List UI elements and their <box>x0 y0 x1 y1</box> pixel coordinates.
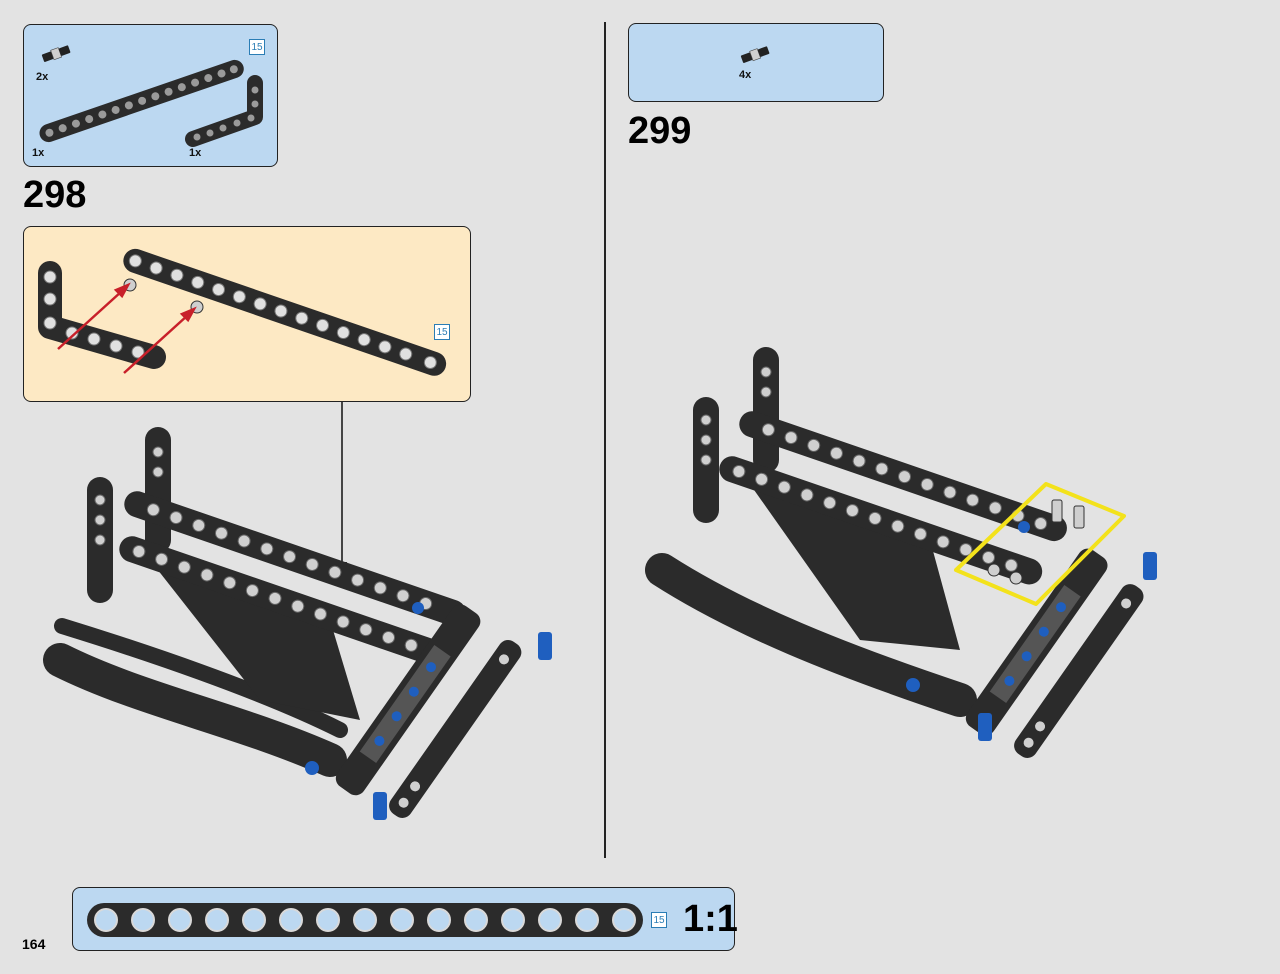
length-ruler: 15 1:1 <box>72 887 738 951</box>
ruler-hole <box>278 908 303 932</box>
ruler-hole <box>575 908 600 932</box>
l-beam-icon <box>185 75 263 147</box>
qty-l-beam: 1x <box>189 147 202 159</box>
beam-15-icon <box>39 59 244 143</box>
ruler-holes <box>87 903 643 937</box>
ruler-hole <box>612 908 637 932</box>
qty-axle-pin: 4x <box>739 69 752 81</box>
step-divider <box>604 22 606 858</box>
ruler-hole <box>241 908 266 932</box>
ruler-hole <box>538 908 563 932</box>
parts-callout-298: 2x 1x 1x 15 <box>23 24 278 167</box>
ruler-hole <box>464 908 489 932</box>
ruler-hole <box>204 908 229 932</box>
ruler-hole <box>130 908 155 932</box>
page-number: 164 <box>22 936 46 952</box>
axle-pin-icon <box>740 46 770 63</box>
model-illustration-299 <box>645 347 1157 758</box>
model-illustration-298 <box>43 427 552 820</box>
length-badge: 15 <box>434 324 450 340</box>
qty-beam-15: 1x <box>32 147 45 159</box>
ruler-hole <box>315 908 340 932</box>
ruler-hole <box>167 908 192 932</box>
ruler-hole <box>427 908 452 932</box>
qty-axle-pin: 2x <box>36 71 49 83</box>
parts-callout-299: 4x <box>628 23 884 102</box>
ruler-hole <box>93 908 118 932</box>
ruler-length-badge: 15 <box>651 912 667 928</box>
ruler-hole <box>390 908 415 932</box>
subassembly-illustration <box>38 248 447 376</box>
ruler-hole <box>353 908 377 932</box>
axle-pin-icon <box>41 45 71 62</box>
ruler-hole <box>501 908 526 932</box>
step-number-298: 298 <box>23 174 87 216</box>
subassembly-callout-298: 15 <box>23 226 471 402</box>
step-number-299: 299 <box>628 110 692 152</box>
scale-label: 1:1 <box>683 898 738 940</box>
length-badge: 15 <box>249 39 265 55</box>
